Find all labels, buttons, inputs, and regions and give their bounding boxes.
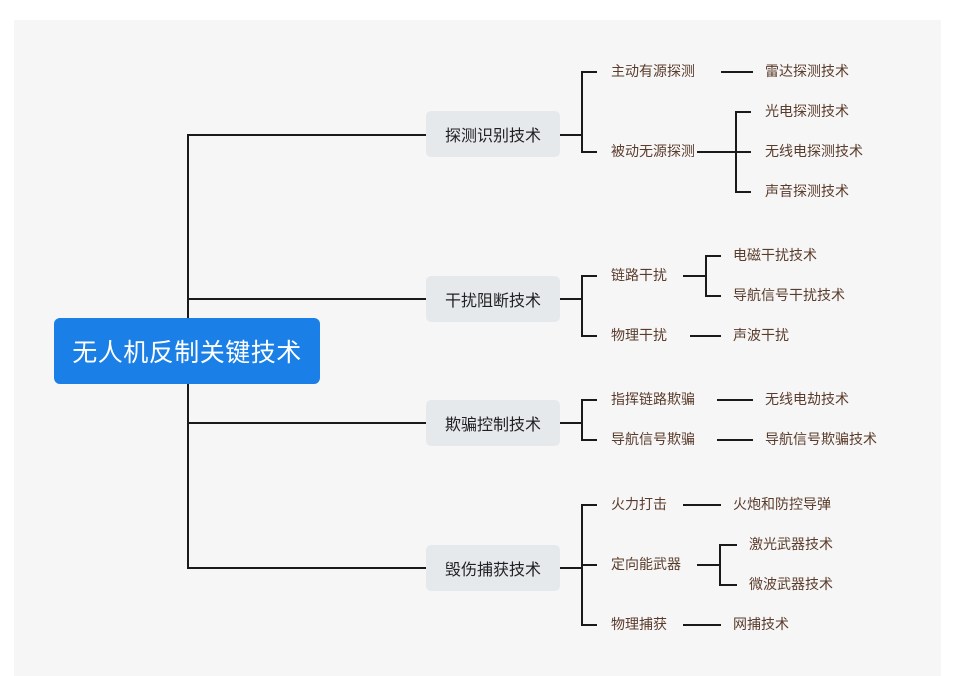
leaf-node-electro-optical[interactable]: 光电探测技术 [765, 104, 849, 120]
leaf-node-nav-jamming[interactable]: 导航信号干扰技术 [733, 288, 845, 304]
category-node-destruction[interactable]: 毁伤捕获技术 [426, 545, 560, 591]
sub-node-directed-energy[interactable]: 定向能武器 [611, 557, 681, 573]
leaf-node-em-jamming[interactable]: 电磁干扰技术 [733, 248, 817, 264]
leaf-node-radar-detection[interactable]: 雷达探测技术 [765, 64, 849, 80]
category-node-detection[interactable]: 探测识别技术 [426, 111, 560, 157]
leaf-node-radio-hijack[interactable]: 无线电劫技术 [765, 392, 849, 408]
sub-node-active-detection[interactable]: 主动有源探测 [611, 64, 695, 80]
sub-node-passive-detection[interactable]: 被动无源探测 [611, 144, 695, 160]
sub-node-link-jamming[interactable]: 链路干扰 [611, 268, 667, 284]
sub-node-navigation-spoofing[interactable]: 导航信号欺骗 [611, 432, 695, 448]
leaf-node-microwave-weapon[interactable]: 微波武器技术 [749, 577, 833, 593]
leaf-node-net-capture[interactable]: 网捕技术 [733, 617, 789, 633]
category-node-jamming[interactable]: 干扰阻断技术 [426, 276, 560, 322]
leaf-node-radio-detection[interactable]: 无线电探测技术 [765, 144, 863, 160]
leaf-node-artillery-missile[interactable]: 火炮和防控导弹 [733, 497, 831, 513]
leaf-node-nav-spoofing[interactable]: 导航信号欺骗技术 [765, 432, 877, 448]
sub-node-fire-strike[interactable]: 火力打击 [611, 497, 667, 513]
sub-node-physical-jamming[interactable]: 物理干扰 [611, 328, 667, 344]
root-node[interactable]: 无人机反制关键技术 [54, 318, 320, 384]
leaf-node-laser-weapon[interactable]: 激光武器技术 [749, 537, 833, 553]
leaf-node-acoustic-detection[interactable]: 声音探测技术 [765, 184, 849, 200]
leaf-node-sonic-jamming[interactable]: 声波干扰 [733, 328, 789, 344]
category-node-spoofing[interactable]: 欺骗控制技术 [426, 400, 560, 446]
sub-node-command-link-spoofing[interactable]: 指挥链路欺骗 [611, 392, 695, 408]
sub-node-physical-capture[interactable]: 物理捕获 [611, 617, 667, 633]
